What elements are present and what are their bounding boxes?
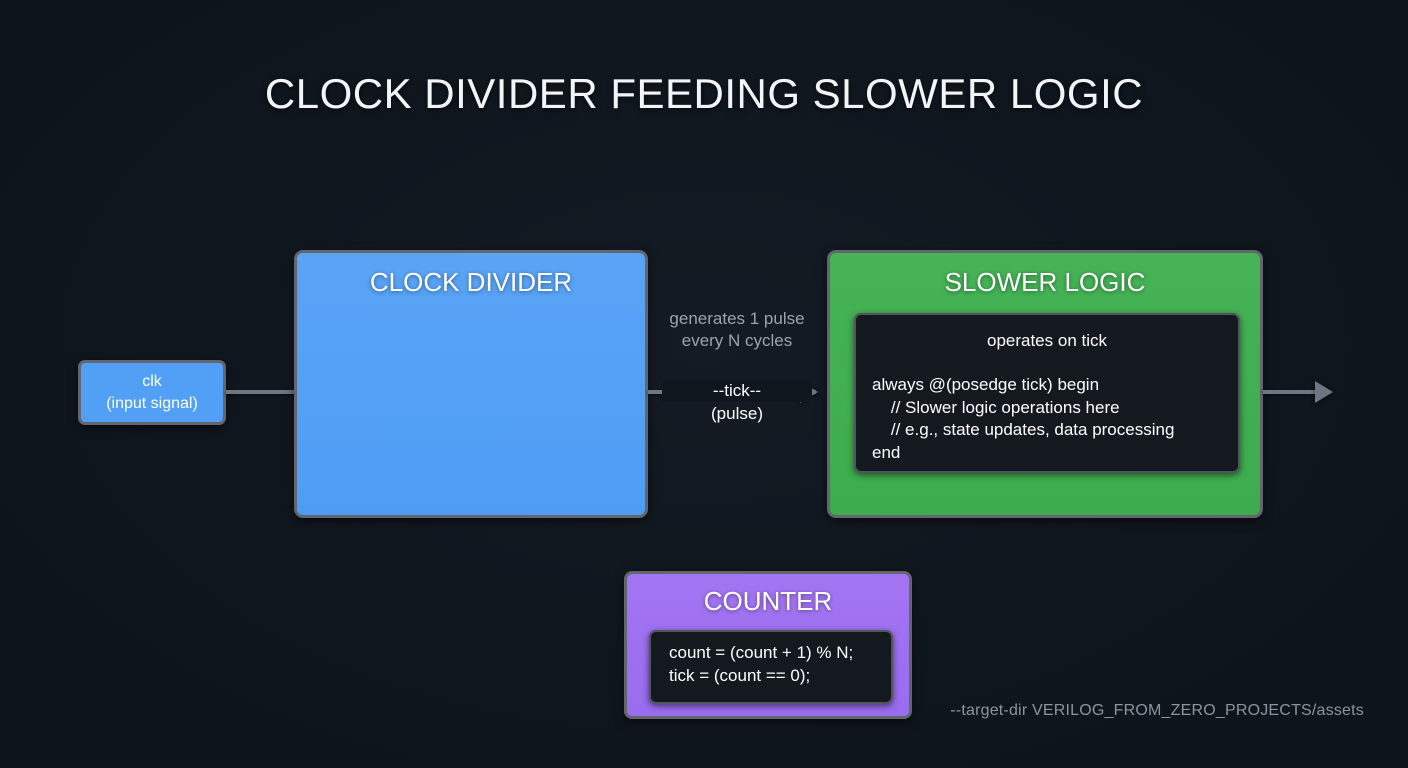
clk-label-primary: clk — [142, 372, 162, 390]
slower-logic-code-heading: operates on tick — [986, 331, 1107, 350]
edge-note-pulse-rate: generates 1 pulse every N cycles — [637, 308, 837, 352]
counter-code-panel: count = (count + 1) % N; tick = (count =… — [649, 630, 893, 704]
clk-label-secondary: (input signal) — [106, 394, 198, 412]
counter-block: COUNTER count = (count + 1) % N; tick = … — [624, 571, 912, 719]
slower-logic-code-body: always @(posedge tick) begin // Slower l… — [872, 375, 1175, 462]
connector-logic-output — [1263, 390, 1321, 394]
edge-note-line1: generates 1 pulse — [669, 309, 805, 328]
counter-title: COUNTER — [703, 586, 833, 616]
clock-divider-title: CLOCK DIVIDER — [369, 267, 573, 297]
page-title: CLOCK DIVIDER FEEDING SLOWER LOGIC — [264, 70, 1144, 117]
clk-input-node: clk (input signal) — [78, 360, 226, 425]
arrowhead-logic-output-icon — [1315, 381, 1333, 403]
edge-note-line2: every N cycles — [681, 331, 793, 350]
edge-label-pulse: (pulse) — [711, 404, 763, 423]
slower-logic-title: SLOWER LOGIC — [944, 267, 1146, 297]
clock-divider-block: CLOCK DIVIDER COUNTER count = (count + 1… — [294, 250, 912, 719]
footer-target-dir: --target-dir VERILOG_FROM_ZERO_PROJECTS/… — [950, 702, 1364, 719]
edge-label-tick: --tick-- — [662, 380, 812, 402]
slower-logic-code-panel: operates on tick always @(posedge tick) … — [854, 313, 1240, 473]
connector-clk-to-divider — [226, 390, 312, 394]
slower-logic-block: SLOWER LOGIC operates on tick always @(p… — [827, 250, 1263, 518]
